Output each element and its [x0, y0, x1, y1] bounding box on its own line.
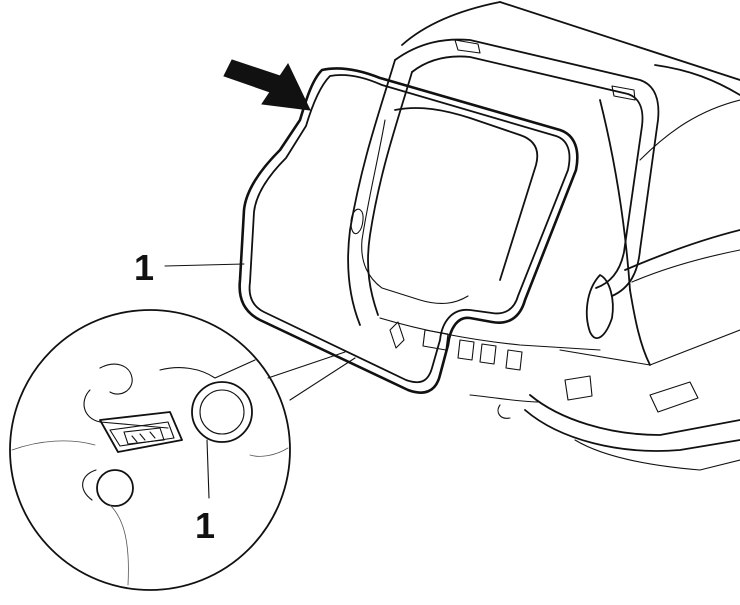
- detail-magnifier: [9, 309, 356, 591]
- vehicle-body: [347, 1, 740, 471]
- direction-arrow-icon: [223, 59, 311, 111]
- callout-label-top: 1: [134, 247, 155, 288]
- callout-label-bottom: 1: [195, 505, 216, 546]
- door-seal-strip: [238, 67, 579, 394]
- leader-line-top: [164, 263, 245, 267]
